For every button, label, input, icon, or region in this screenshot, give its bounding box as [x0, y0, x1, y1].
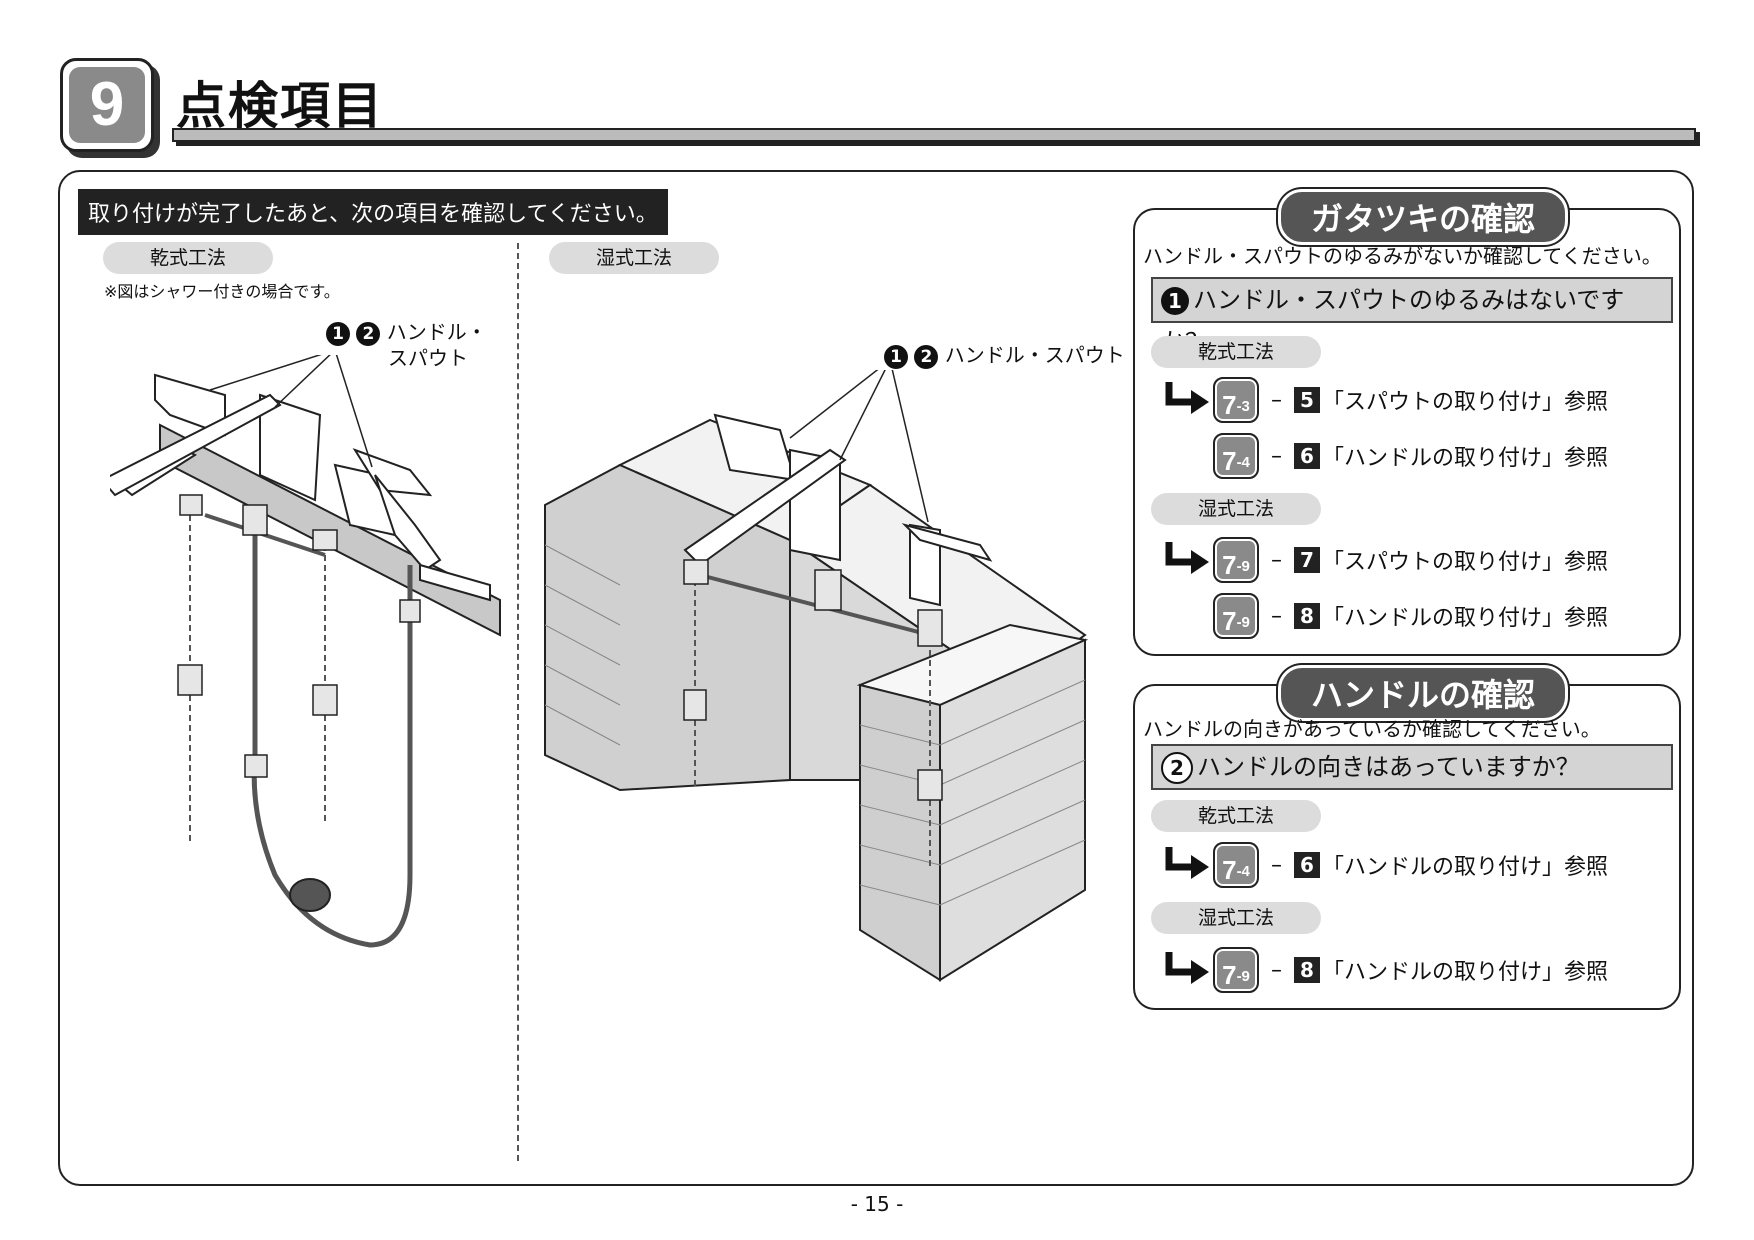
dry-method-illustration	[110, 355, 501, 948]
looseness-check-title: ガタツキの確認	[1278, 189, 1568, 245]
ref-item: 7-4 –6「ハンドルの取り付け」参照	[1213, 842, 1609, 888]
callout-label: ハンドル・スパウト	[944, 343, 1125, 367]
wet-callout: 1 2 ハンドル・スパウト	[884, 343, 1125, 369]
ref-text: 「ハンドルの取り付け」参照	[1322, 855, 1609, 880]
panel1-wet-label: 湿式工法	[1151, 493, 1321, 525]
ref-page-badge: 7-4	[1213, 433, 1259, 479]
section-badge: 9	[60, 58, 154, 152]
ref-sub: -3	[1236, 398, 1250, 415]
callout-number-1: 1	[884, 344, 908, 369]
ref-text: 「ハンドルの取り付け」参照	[1322, 960, 1609, 985]
looseness-check-lead: ハンドル・スパウトのゆるみがないか確認してください。	[1143, 244, 1662, 268]
ref-page: 7	[1222, 960, 1237, 990]
page-title: 点検項目	[176, 77, 384, 135]
figure-note: ※図はシャワー付きの場合です。	[104, 282, 340, 301]
panel1-dry-label: 乾式工法	[1151, 336, 1321, 368]
ref-sub: -9	[1236, 558, 1250, 575]
ref-sub: -4	[1236, 454, 1250, 471]
ref-item: 7-3 –5「スパウトの取り付け」参照	[1213, 377, 1609, 423]
ref-page: 7	[1222, 550, 1237, 580]
intro-banner: 取り付けが完了したあと、次の項目を確認してください。	[78, 189, 668, 235]
ref-page-badge: 7-9	[1213, 947, 1259, 993]
dry-callout: 1 2 ハンドル・ スパウト	[326, 320, 487, 370]
ref-page: 7	[1222, 606, 1237, 636]
callout-label-line1: ハンドル・	[386, 320, 487, 344]
arrow-icon	[1165, 952, 1209, 984]
ref-text: 「スパウトの取り付け」参照	[1322, 390, 1609, 415]
callout-number-2: 2	[914, 344, 939, 369]
looseness-check-panel	[1133, 208, 1681, 656]
question-number: 2	[1161, 752, 1193, 784]
ref-page: 7	[1222, 446, 1237, 476]
ref-text: 「スパウトの取り付け」参照	[1322, 550, 1609, 575]
ref-sub: -9	[1236, 614, 1250, 631]
ref-text: 「ハンドルの取り付け」参照	[1322, 446, 1609, 471]
step-number: 8	[1294, 957, 1320, 983]
ref-item: 7-4 –6「ハンドルの取り付け」参照	[1213, 433, 1609, 479]
question-number: 1	[1161, 287, 1189, 315]
ref-sub: -4	[1236, 863, 1250, 880]
step-number: 5	[1294, 387, 1320, 413]
ref-page-badge: 7-3	[1213, 377, 1259, 423]
ref-item: 7-9 –7「スパウトの取り付け」参照	[1213, 537, 1609, 583]
panel2-wet-label: 湿式工法	[1151, 902, 1321, 934]
dry-method-label: 乾式工法	[103, 242, 273, 274]
step-number: 7	[1294, 547, 1320, 573]
step-number: 6	[1294, 852, 1320, 878]
callout-label-line2: スパウト	[388, 345, 468, 370]
column-divider	[517, 243, 519, 1161]
ref-page-badge: 7-4	[1213, 842, 1259, 888]
wet-method-illustration	[544, 370, 1089, 982]
ref-page: 7	[1222, 855, 1237, 885]
callout-number-1: 1	[326, 321, 350, 346]
ref-page: 7	[1222, 390, 1237, 420]
callout-number-2: 2	[356, 321, 381, 346]
arrow-icon	[1165, 542, 1209, 574]
handle-check-lead: ハンドルの向きがあっているか確認してください。	[1143, 717, 1601, 741]
ref-item: 7-9 –8「ハンドルの取り付け」参照	[1213, 947, 1609, 993]
wet-method-label: 湿式工法	[549, 242, 719, 274]
arrow-icon	[1165, 382, 1209, 414]
step-number: 6	[1294, 443, 1320, 469]
page-number: - 15 -	[850, 1192, 904, 1216]
panel2-dry-label: 乾式工法	[1151, 800, 1321, 832]
ref-sub: -9	[1236, 968, 1250, 985]
ref-page-badge: 7-9	[1213, 537, 1259, 583]
ref-page-badge: 7-9	[1213, 593, 1259, 639]
section-number: 9	[69, 67, 145, 143]
ref-item: 7-9 –8「ハンドルの取り付け」参照	[1213, 593, 1609, 639]
arrow-icon	[1165, 847, 1209, 879]
title-rule	[172, 128, 1696, 142]
ref-text: 「ハンドルの取り付け」参照	[1322, 606, 1609, 631]
step-number: 8	[1294, 603, 1320, 629]
question-text: ハンドルの向きはあっていますか？	[1197, 753, 1580, 781]
handle-check-title: ハンドルの確認	[1278, 665, 1568, 721]
content-frame	[58, 170, 1694, 1186]
